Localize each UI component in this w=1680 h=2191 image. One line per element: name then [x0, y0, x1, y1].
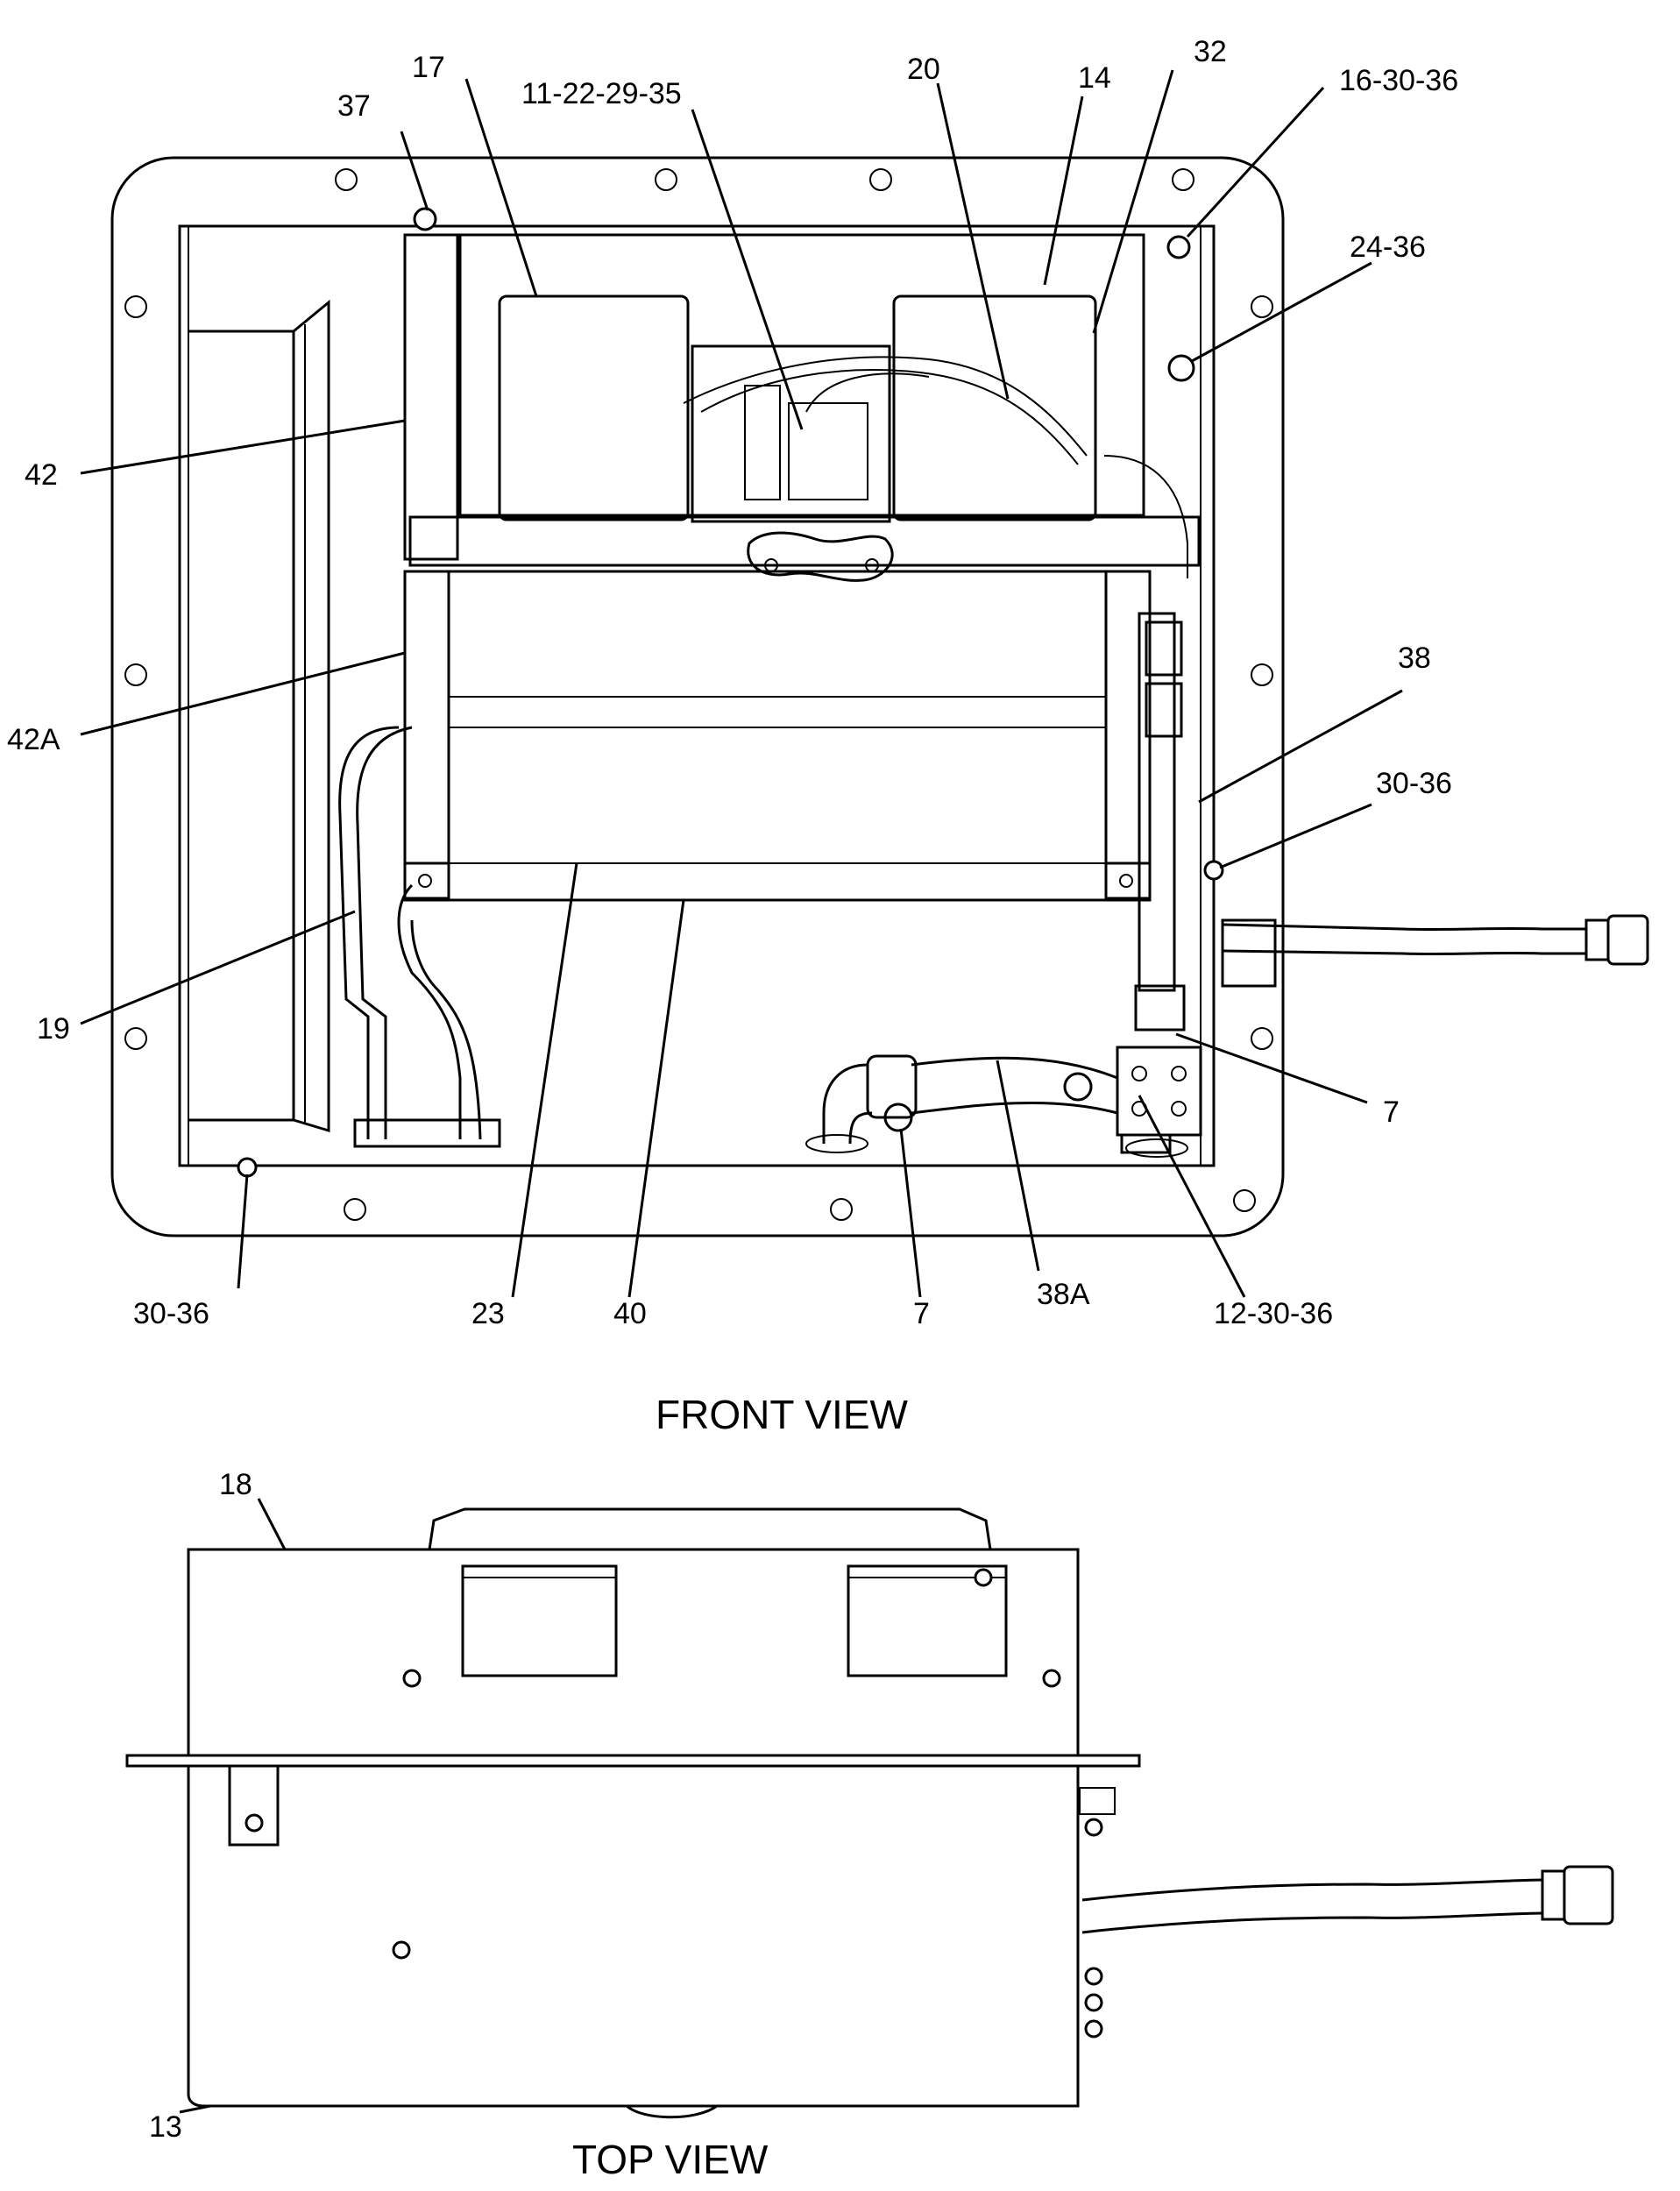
front-view-drawing: [110, 156, 1649, 1237]
upper-housing-18: [187, 1548, 1080, 1757]
callout-23: 23: [471, 1297, 505, 1330]
top-view-drawing: [125, 1507, 1614, 2119]
bracket-42: [403, 233, 459, 561]
callout-38: 38: [1398, 642, 1431, 675]
callout-11-22-29-35: 11-22-29-35: [521, 77, 682, 110]
blower-left: [498, 294, 690, 521]
heater-core-23: [403, 570, 1152, 902]
lower-housing-13: [187, 1766, 1080, 2108]
tube-19: [338, 726, 501, 1148]
callout-18: 18: [219, 1468, 252, 1501]
callout-14: 14: [1078, 61, 1111, 95]
callout-7-right: 7: [1383, 1096, 1400, 1129]
callout-16-30-36: 16-30-36: [1339, 64, 1458, 97]
valve-12: [1116, 1046, 1202, 1137]
callout-32: 32: [1194, 35, 1227, 68]
callout-12-30-36: 12-30-36: [1214, 1297, 1333, 1330]
blower-right: [892, 294, 1097, 521]
fastener-37: [413, 207, 437, 231]
callout-19: 19: [37, 1012, 70, 1046]
front-view-callouts: 37 17 11-22-29-35 20 14 32 16-30-36 24-3…: [7, 35, 1458, 1330]
wire-harness-38: [1221, 914, 1649, 988]
top-view-callouts: 18 13: [149, 1468, 252, 2144]
housing-opening: [178, 224, 1216, 1167]
mounting-flange: [110, 156, 1285, 1237]
callout-40: 40: [613, 1297, 647, 1330]
callout-17: 17: [412, 51, 445, 84]
callout-24-36: 24-36: [1350, 230, 1426, 264]
callout-20: 20: [907, 53, 940, 86]
callout-30-36-right: 30-36: [1376, 767, 1452, 800]
callout-30-36-bottom: 30-36: [133, 1297, 209, 1330]
top-view-leaders: [179, 1498, 287, 2114]
callout-42a: 42A: [7, 723, 60, 756]
callout-13: 13: [149, 2110, 182, 2144]
callout-38a: 38A: [1037, 1278, 1090, 1311]
callout-42: 42: [25, 458, 58, 492]
top-view-title: TOP VIEW: [572, 2137, 769, 2182]
callout-37: 37: [337, 89, 371, 123]
callout-7-bottom: 7: [913, 1297, 930, 1330]
mounting-holes: [124, 168, 1273, 1221]
front-view-title: FRONT VIEW: [656, 1392, 909, 1437]
front-view-leaders: [80, 69, 1403, 1298]
